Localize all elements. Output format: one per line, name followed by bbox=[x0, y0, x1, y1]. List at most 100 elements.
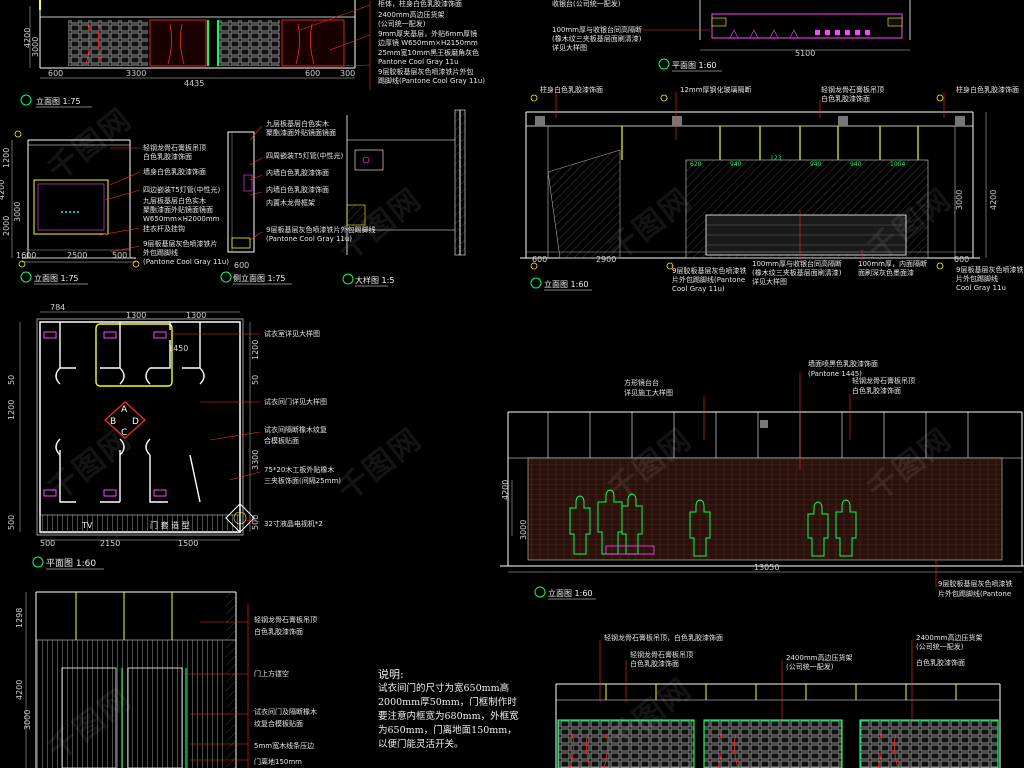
labels-elev-mid: 墙面喷黑色乳胶漆饰面 (Pantone 1445) 方形镜台台 详见施工大样图 … bbox=[624, 359, 1012, 598]
notes-body: 试衣间门的尺寸为宽650mm高2000mm厚50mm，门框制作时要注意内框宽为6… bbox=[378, 683, 519, 750]
svg-text:边厚镜 W650mm×H2150mm: 边厚镜 W650mm×H2150mm bbox=[378, 38, 478, 47]
svg-text:详见大样图: 详见大样图 bbox=[752, 277, 787, 286]
svg-text:白色乳胶漆饰面: 白色乳胶漆饰面 bbox=[852, 386, 901, 395]
svg-text:(公司统一配发): (公司统一配发) bbox=[786, 662, 834, 671]
dim-600-b: 600 bbox=[305, 69, 320, 78]
svg-text:3000: 3000 bbox=[955, 190, 964, 210]
svg-text:9层胶板基层灰色喷漆铁: 9层胶板基层灰色喷漆铁 bbox=[672, 266, 746, 275]
svg-text:940: 940 bbox=[810, 161, 822, 168]
view-title-detail-15: 大样图 1:5 bbox=[355, 275, 394, 285]
view-title-plan-160-mid: 平面图 1:60 bbox=[46, 558, 96, 569]
svg-text:500: 500 bbox=[112, 251, 127, 260]
svg-text:(Pantone 1445): (Pantone 1445) bbox=[808, 370, 862, 378]
labels-bottom-right: 轻钢龙骨石膏板吊顶，白色乳胶漆饰面 轻钢龙骨石膏板吊顶 白色乳胶漆饰面 2400… bbox=[604, 633, 982, 671]
svg-text:合模板贴面: 合模板贴面 bbox=[264, 436, 299, 445]
svg-text:5100: 5100 bbox=[795, 49, 815, 58]
svg-text:123: 123 bbox=[770, 155, 782, 162]
svg-text:50: 50 bbox=[251, 375, 260, 385]
svg-text:1450: 1450 bbox=[168, 344, 188, 353]
view-title-elev-160-mid: 立面图 1:60 bbox=[548, 588, 593, 598]
dim-4200-a: 4200 bbox=[23, 28, 32, 48]
svg-text:13050: 13050 bbox=[754, 563, 779, 572]
svg-text:1300: 1300 bbox=[126, 311, 146, 320]
svg-text:墙身白色乳胶漆饰面: 墙身白色乳胶漆饰面 bbox=[143, 167, 206, 176]
svg-text:1600: 1600 bbox=[16, 251, 36, 260]
clothes-rack-a bbox=[68, 20, 148, 66]
svg-text:轻钢龙骨石膏板吊顶: 轻钢龙骨石膏板吊顶 bbox=[821, 85, 884, 94]
svg-text:内置木龙骨框架: 内置木龙骨框架 bbox=[266, 198, 315, 207]
svg-text:620: 620 bbox=[690, 161, 702, 168]
svg-text:1300: 1300 bbox=[186, 311, 206, 320]
svg-text:四边嵌装T5灯管(中性光): 四边嵌装T5灯管(中性光) bbox=[143, 185, 220, 194]
svg-text:Pantone Cool Gray 11u: Pantone Cool Gray 11u bbox=[378, 58, 459, 66]
svg-text:墙面喷黑色乳胶漆饰面: 墙面喷黑色乳胶漆饰面 bbox=[808, 359, 878, 368]
labels-bottom-left: 轻钢龙骨石膏板吊顶 白色乳胶漆饰面 门上方镂空 试衣间门及隔断橡木 纹复合模板贴… bbox=[254, 615, 317, 766]
svg-text:(公司统一配发): (公司统一配发) bbox=[916, 642, 964, 651]
svg-text:3000: 3000 bbox=[13, 202, 22, 222]
view-title-plan-160-top: 平面图 1:60 bbox=[672, 61, 717, 70]
svg-text:片外包踢脚线: 片外包踢脚线 bbox=[956, 274, 998, 283]
svg-text:2400mm高边压货架: 2400mm高边压货架 bbox=[916, 633, 982, 642]
svg-text:(橡木纹三夹板基层面刷清漆): (橡木纹三夹板基层面刷清漆) bbox=[552, 34, 642, 43]
svg-text:柱身白色乳胶漆饰面: 柱身白色乳胶漆饰面 bbox=[540, 85, 603, 94]
view-title-elev-175-a: 立面图 1:75 bbox=[36, 96, 81, 106]
svg-text:50: 50 bbox=[7, 375, 16, 385]
svg-text:32寸液晶电视机*2: 32寸液晶电视机*2 bbox=[264, 519, 323, 528]
detail-15: 大样图 1:5 bbox=[342, 109, 466, 287]
svg-text:试衣间门及隔断橡木: 试衣间门及隔断橡木 bbox=[254, 707, 317, 716]
svg-text:2150: 2150 bbox=[100, 539, 120, 548]
svg-text:2400mm高边压货架: 2400mm高边压货架 bbox=[378, 10, 444, 19]
svg-text:踢脚线(Pantone Cool Gray 11u): 踢脚线(Pantone Cool Gray 11u) bbox=[378, 76, 485, 85]
svg-text:试衣间门详见大样图: 试衣间门详见大样图 bbox=[264, 397, 327, 406]
svg-text:100mm厚与收银台同高隔断: 100mm厚与收银台同高隔断 bbox=[752, 259, 842, 268]
svg-text:12mm厚钢化玻璃隔断: 12mm厚钢化玻璃隔断 bbox=[680, 85, 752, 94]
svg-text:内墙白色乳胶漆饰面: 内墙白色乳胶漆饰面 bbox=[266, 168, 329, 177]
mirror-frame bbox=[33, 179, 109, 235]
svg-text:纹复合模板贴面: 纹复合模板贴面 bbox=[254, 719, 303, 728]
svg-text:100mm厚与收银台同高隔断: 100mm厚与收银台同高隔断 bbox=[552, 25, 642, 34]
plan-160-top: 收银台(公司统一配发) 5100 100mm厚与收银台同高隔断 (橡木纹三夹板基… bbox=[552, 0, 911, 72]
svg-text:九层板基层白色实木: 九层板基层白色实木 bbox=[143, 196, 206, 205]
svg-text:(Pantone Cool Gray 11u): (Pantone Cool Gray 11u) bbox=[266, 235, 352, 243]
notes-title: 说明: bbox=[378, 668, 404, 681]
svg-text:9mm厚夹基层，外贴6mm厚镜: 9mm厚夹基层，外贴6mm厚镜 bbox=[378, 29, 477, 38]
svg-text:3300: 3300 bbox=[251, 450, 260, 470]
svg-text:挂衣杆及挂钩: 挂衣杆及挂钩 bbox=[143, 224, 185, 233]
door-frame-label: 门 套 造 型 bbox=[150, 520, 190, 530]
svg-text:500: 500 bbox=[40, 539, 55, 548]
svg-text:5mm宽木线条压边: 5mm宽木线条压边 bbox=[254, 741, 314, 750]
svg-text:4200: 4200 bbox=[0, 180, 6, 200]
mirror-panel-a bbox=[149, 19, 207, 67]
view-title-side-175: 侧立面图 1:75 bbox=[233, 273, 286, 283]
svg-text:C: C bbox=[121, 428, 127, 438]
svg-text:外包踢脚线: 外包踢脚线 bbox=[143, 248, 178, 257]
svg-text:面刷深灰色墨面漆: 面刷深灰色墨面漆 bbox=[858, 268, 914, 277]
tv-label: TV bbox=[81, 521, 93, 530]
dim-3000-a: 3000 bbox=[31, 37, 40, 57]
svg-text:方形镜台台: 方形镜台台 bbox=[624, 378, 659, 387]
svg-text:门上方镂空: 门上方镂空 bbox=[254, 669, 289, 678]
svg-text:500: 500 bbox=[7, 515, 16, 530]
svg-text:收银台(公司统一配发): 收银台(公司统一配发) bbox=[552, 0, 621, 8]
svg-text:100mm厚，内面隔断: 100mm厚，内面隔断 bbox=[858, 259, 927, 268]
svg-text:柱身白色乳胶漆饰面: 柱身白色乳胶漆饰面 bbox=[956, 85, 1019, 94]
svg-text:轻钢龙骨石膏板吊顶: 轻钢龙骨石膏板吊顶 bbox=[630, 650, 693, 659]
svg-text:9层胶板基层灰色喷漆铁: 9层胶板基层灰色喷漆铁 bbox=[938, 579, 1012, 588]
plan-160-fitting-rooms: A B D C TV 门 套 造 型 784 1300 1300 1450 45… bbox=[7, 303, 341, 570]
svg-text:轻钢龙骨石膏板吊顶，白色乳胶漆饰面: 轻钢龙骨石膏板吊顶，白色乳胶漆饰面 bbox=[604, 633, 723, 642]
svg-text:四周嵌装T5灯管(中性光): 四周嵌装T5灯管(中性光) bbox=[266, 151, 343, 160]
svg-text:(橡木纹三夹板基层面刷清漆): (橡木纹三夹板基层面刷清漆) bbox=[752, 268, 842, 277]
svg-text:9层板基层灰色喷漆铁片: 9层板基层灰色喷漆铁片 bbox=[143, 239, 217, 248]
labels-top-left: 柜体，柱身白色乳胶漆饰面 2400mm高边压货架 (公司统一配发) 9mm厚夹基… bbox=[378, 0, 485, 85]
svg-text:Cool Gray 11u: Cool Gray 11u bbox=[956, 284, 1006, 292]
labels-plan-mid: 试衣室详见大样图 试衣间门详见大样图 试衣间隔断橡木纹复 合模板贴面 75*20… bbox=[264, 329, 341, 528]
room-marker: A B D C bbox=[104, 401, 146, 439]
svg-text:3000: 3000 bbox=[519, 520, 528, 540]
svg-text:白色乳胶漆饰面: 白色乳胶漆饰面 bbox=[916, 658, 965, 667]
svg-text:600: 600 bbox=[954, 255, 969, 264]
svg-text:聚酯漆面外贴镜面镜面: 聚酯漆面外贴镜面镜面 bbox=[266, 128, 336, 137]
svg-text:(公司统一配发): (公司统一配发) bbox=[378, 19, 426, 28]
clothes-rack-b bbox=[218, 20, 280, 66]
svg-text:1004: 1004 bbox=[890, 161, 905, 168]
svg-text:4200: 4200 bbox=[989, 190, 998, 210]
